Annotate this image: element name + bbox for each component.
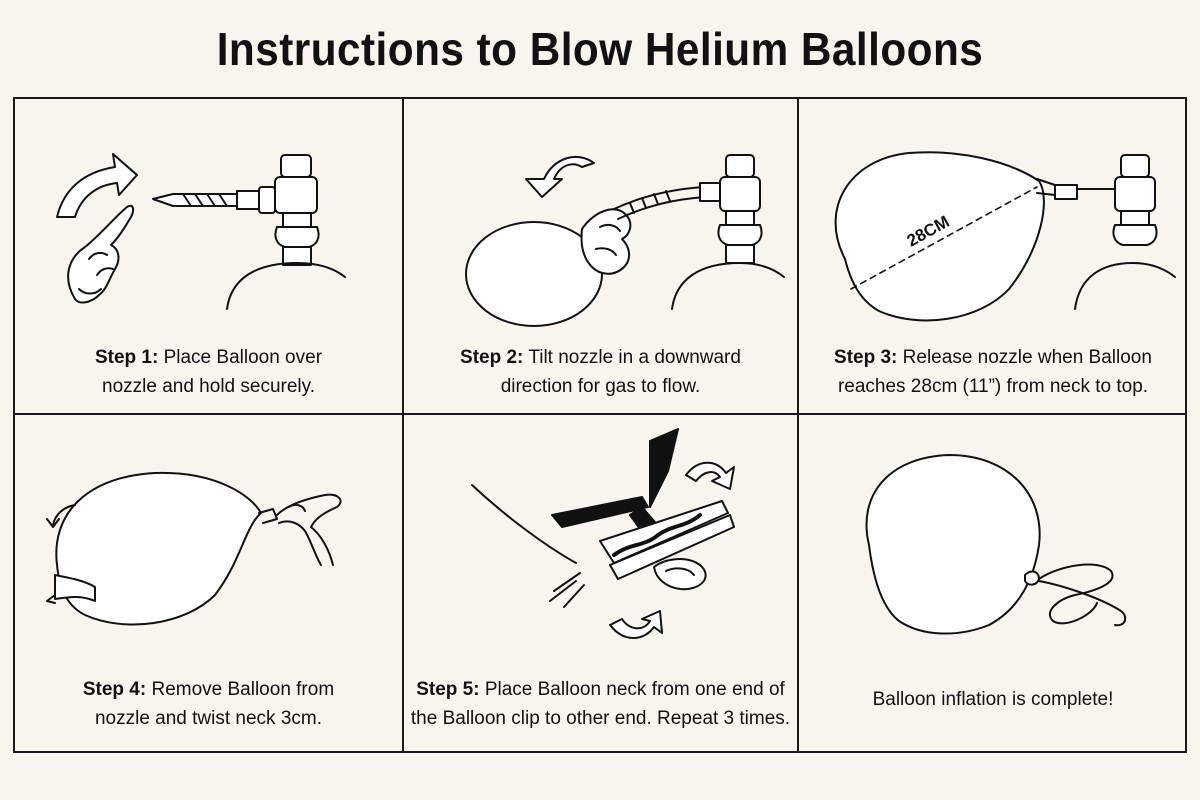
caption-text: nozzle and twist neck 3cm. <box>94 708 323 729</box>
caption-text: the Balloon clip to other end. Repeat 3 … <box>410 708 791 729</box>
inflated-balloon-illustration: 28CM <box>834 151 1176 322</box>
caption-text: Balloon inflation is complete! <box>872 689 1114 710</box>
grid-divider <box>797 99 799 751</box>
step-5-caption: Step 5: Place Balloon neck from one end … <box>404 675 797 733</box>
step-1-panel: Step 1: Place Balloon over nozzle and ho… <box>15 99 402 413</box>
step-5-panel: Step 5: Place Balloon neck from one end … <box>404 415 797 753</box>
step-2-panel: Step 2: Tilt nozzle in a downward direct… <box>404 99 797 413</box>
tied-balloon-illustration <box>865 454 1127 635</box>
twist-neck-illustration <box>46 471 342 626</box>
balloon-on-nozzle-illustration <box>56 153 346 310</box>
caption-text: Tilt nozzle in a downward <box>528 347 741 368</box>
step-3-caption: Step 3: Release nozzle when Balloon reac… <box>799 343 1187 401</box>
step-4-panel: Step 4: Remove Balloon from nozzle and t… <box>15 415 402 753</box>
caption-text: Place Balloon neck from one end of <box>484 679 785 700</box>
page-title: Instructions to Blow Helium Balloons <box>216 23 984 75</box>
step-2-caption: Step 2: Tilt nozzle in a downward direct… <box>404 343 797 401</box>
step-3-panel: 28CM Step 3: Release nozzle when Balloon… <box>799 99 1187 413</box>
caption-text: Place Balloon over <box>163 347 323 368</box>
caption-text: nozzle and hold securely. <box>102 376 315 397</box>
grid-divider <box>402 99 404 751</box>
caption-text: Release nozzle when Balloon <box>902 347 1152 368</box>
caption-text: reaches 28cm (11”) from neck to top. <box>837 376 1149 397</box>
step-4-caption: Step 4: Remove Balloon from nozzle and t… <box>15 675 402 733</box>
instruction-grid: Step 1: Place Balloon over nozzle and ho… <box>13 97 1187 753</box>
tilt-nozzle-illustration <box>465 154 785 327</box>
caption-text: Remove Balloon from <box>151 679 335 700</box>
completion-panel: Balloon inflation is complete! <box>799 415 1187 753</box>
step-label: Step 1: <box>94 347 159 368</box>
completion-caption: Balloon inflation is complete! <box>799 685 1187 714</box>
step-label: Step 4: <box>82 679 147 700</box>
step-label: Step 5: <box>416 679 480 700</box>
step-label: Step 3: <box>834 347 898 368</box>
balloon-clip-illustration <box>471 428 735 639</box>
grid-divider <box>15 413 1185 415</box>
step-1-caption: Step 1: Place Balloon over nozzle and ho… <box>15 343 402 401</box>
step-label: Step 2: <box>460 347 524 368</box>
caption-text: direction for gas to flow. <box>500 376 701 397</box>
